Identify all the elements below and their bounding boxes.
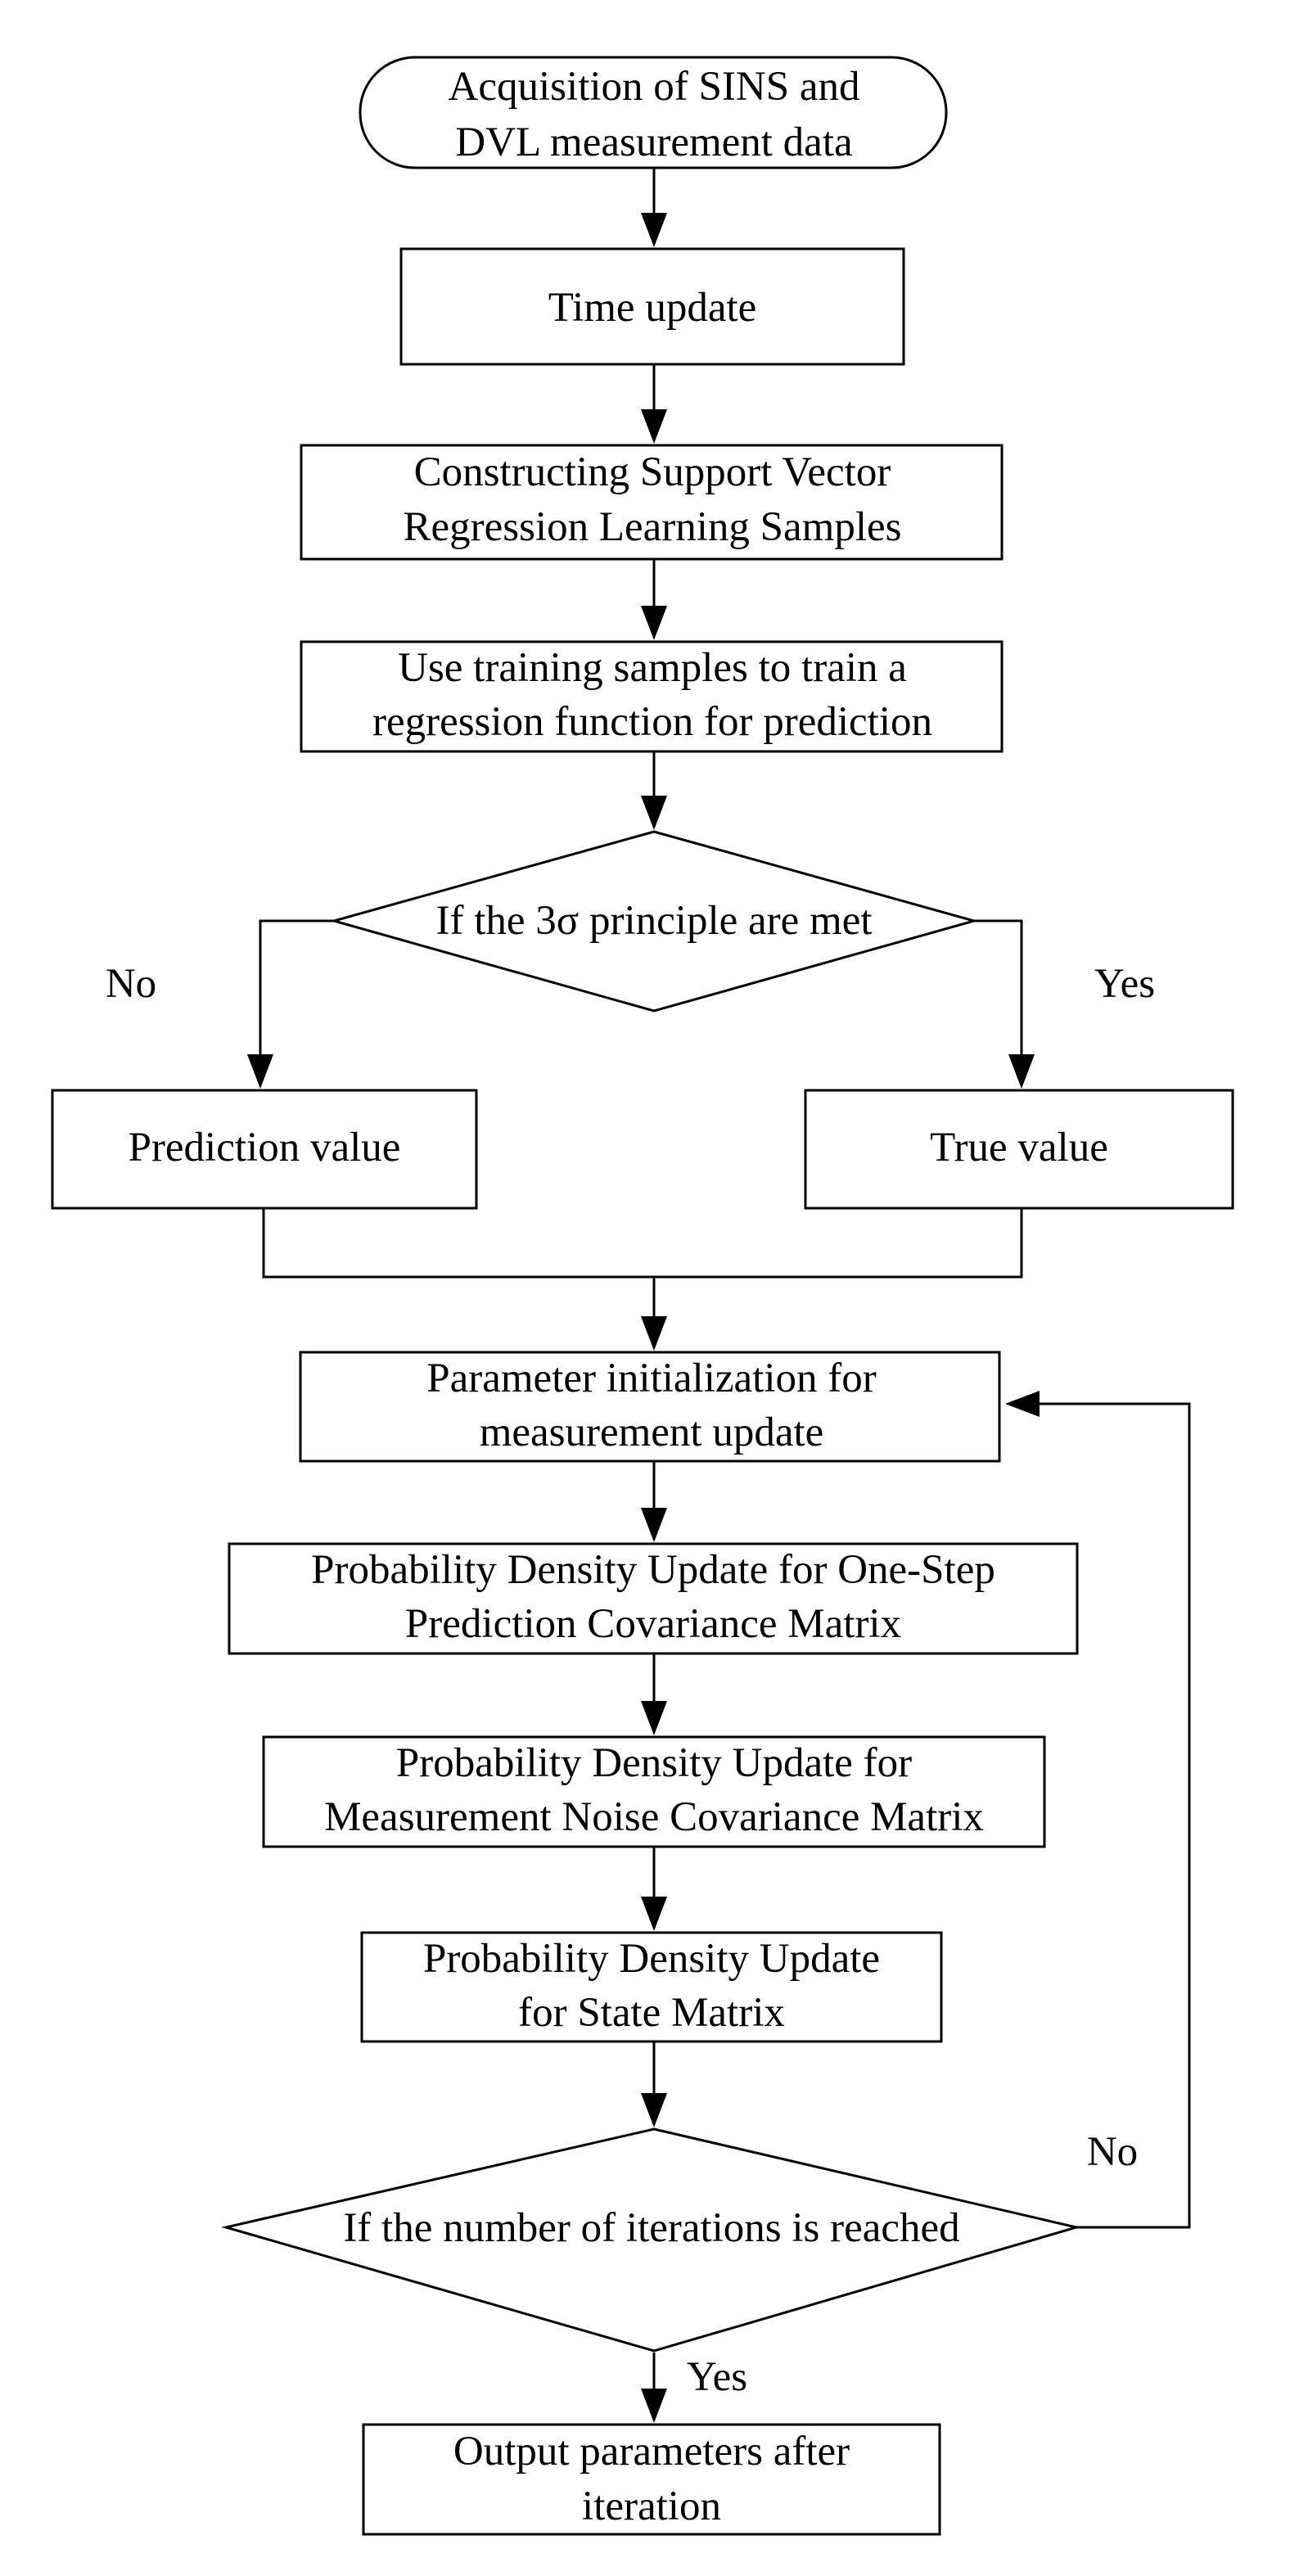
pd-onestep-node: Probability Density Update for One-Step … [228,1542,1079,1655]
label-no-iterations: No [1087,2129,1138,2175]
arrowhead-output [641,2389,667,2423]
param-init-node: Parameter initialization for measurement… [299,1351,1001,1463]
start-terminal-shape [359,56,948,169]
construct-samples-text-line-2: Regression Learning Samples [403,504,901,550]
time-update-box [399,247,905,366]
train-function-text-line-2: regression function for prediction [372,699,932,745]
edge-decision-no-branch [259,919,334,1061]
arrowhead-state [641,1897,667,1931]
arrowhead-param-init [641,1316,667,1351]
output-text-line-1: Output parameters after [453,2429,850,2474]
pd-noise-node: Probability Density Update for Measureme… [262,1735,1046,1848]
param-init-text-line-2: measurement update [480,1410,824,1455]
arrowhead-train [641,606,667,640]
construct-samples-text-line-1: Constructing Support Vector [414,449,891,495]
flowchart-edges [259,168,1191,2395]
decision-3sigma-text: If the 3σ principle are met [435,898,872,944]
arrowhead-time-update [641,213,667,247]
pd-noise-text-line-1: Probability Density Update for [396,1740,912,1786]
edge-merge-branches [262,1208,1023,1279]
start-node: Acquisition of SINS and DVL measurement … [359,56,948,169]
decision-iterations-node: If the number of iterations is reached [221,2127,1081,2353]
arrowhead-decision-iterations [641,2093,667,2127]
pd-noise-text-line-2: Measurement Noise Covariance Matrix [324,1794,984,1840]
param-init-box [299,1351,1001,1463]
label-no-3sigma: No [106,961,156,1007]
arrowhead-construct [641,409,667,444]
decision-iterations-diamond [221,2127,1081,2353]
pd-state-box [360,1931,943,2043]
label-yes-iterations: Yes [687,2354,747,2400]
pd-onestep-text-line-1: Probability Density Update for One-Step [311,1547,995,1593]
decision-3sigma-node: If the 3σ principle are met [329,830,979,1013]
true-value-node: True value [804,1089,1234,1210]
pd-state-text-line-1: Probability Density Update [423,1936,880,1982]
label-yes-3sigma: Yes [1094,961,1155,1007]
prediction-value-box [51,1089,478,1210]
start-text-line-1: Acquisition of SINS and [449,64,860,110]
decision-iterations-text: If the number of iterations is reached [343,2205,959,2251]
pd-onestep-box [228,1542,1079,1655]
pd-state-text-line-2: for State Matrix [518,1990,785,2036]
train-function-text-line-1: Use training samples to train a [398,645,907,691]
start-text-line-2: DVL measurement data [455,120,852,165]
arrowhead-prediction-value [247,1054,273,1089]
edge-labels: No Yes No Yes [106,961,1155,2400]
param-init-text-line-1: Parameter initialization for [426,1356,876,1401]
construct-samples-box [300,444,1004,561]
pd-state-node: Probability Density Update for State Mat… [360,1931,943,2043]
output-node: Output parameters after iteration [362,2423,941,2536]
train-function-box [300,640,1004,753]
construct-samples-node: Constructing Support Vector Regression L… [300,444,1004,561]
arrowhead-loop-back [1005,1391,1040,1417]
edge-iterations-no-loop [1036,1402,1191,2229]
output-box [362,2423,941,2536]
arrowhead-decision-3sigma [641,796,667,830]
edge-decision-yes-branch [974,919,1023,1061]
pd-noise-box [262,1735,1046,1848]
arrowhead-noise [641,1701,667,1735]
prediction-value-text: Prediction value [129,1125,401,1171]
time-update-node: Time update [399,247,905,366]
output-text-line-2: iteration [582,2484,721,2529]
true-value-text: True value [930,1125,1108,1171]
prediction-value-node: Prediction value [51,1089,478,1210]
train-function-node: Use training samples to train a regressi… [300,640,1004,753]
flowchart-arrowheads [247,213,1040,2423]
arrowhead-true-value [1008,1054,1035,1089]
arrowhead-onestep [641,1508,667,1542]
true-value-box [804,1089,1234,1210]
decision-3sigma-diamond [329,830,979,1013]
pd-onestep-text-line-2: Prediction Covariance Matrix [405,1601,901,1647]
time-update-text: Time update [548,285,757,331]
